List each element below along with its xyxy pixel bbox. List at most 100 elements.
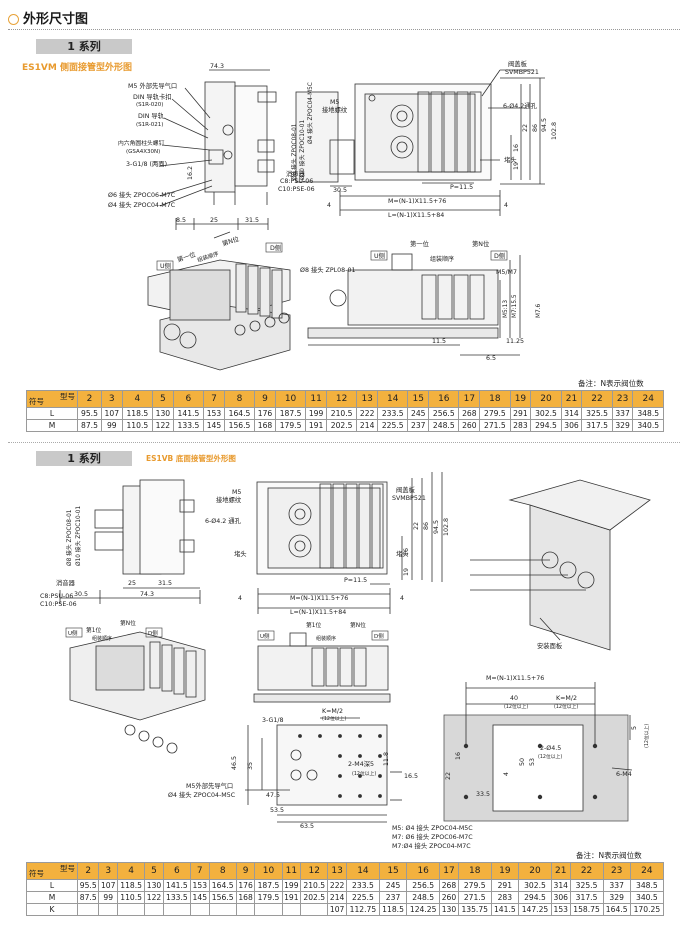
table-cell: 158.75 bbox=[569, 903, 604, 916]
table-cell: 145 bbox=[203, 419, 225, 432]
label-m5-pilot: M5 外部先导气口 bbox=[128, 81, 177, 90]
vb-m4: 6-M4 bbox=[616, 771, 632, 778]
table-cell: 291 bbox=[490, 879, 519, 892]
table-cell: 130 bbox=[439, 903, 459, 916]
table-col-header: 6 bbox=[172, 390, 205, 408]
label-m5: M5 bbox=[330, 99, 339, 106]
table-cell: 191 bbox=[305, 419, 327, 432]
vb-port-m7a: M7: Ø6 接头 ZPOC06-M7C bbox=[392, 832, 473, 841]
vb-dim-5: 5 bbox=[631, 726, 638, 730]
table-cell: 118.5 bbox=[378, 903, 408, 916]
vb-dim-p: P=11.5 bbox=[344, 577, 367, 584]
table-cell: 110.5 bbox=[116, 891, 146, 904]
label-zpl: Ø8 接头 ZPL08-01 bbox=[300, 265, 355, 274]
table-cell: 133.5 bbox=[162, 891, 192, 904]
table-col-header: 11 bbox=[281, 862, 302, 880]
table-cell: 122 bbox=[152, 419, 174, 432]
table-cell: 202.5 bbox=[300, 891, 329, 904]
table-col-header: 14 bbox=[377, 390, 409, 408]
vb-dim-50: 50 bbox=[519, 758, 526, 766]
label-c10: C10:PSE-06 bbox=[278, 186, 315, 193]
table-col-header: 5 bbox=[152, 390, 174, 408]
table-cell: 145 bbox=[190, 891, 210, 904]
vb-dim-4-left: 4 bbox=[238, 595, 242, 602]
table-cell: 176 bbox=[254, 407, 276, 420]
table-cell bbox=[235, 903, 256, 916]
table-cell: 99 bbox=[100, 419, 123, 432]
table-cell: 268 bbox=[458, 407, 481, 420]
dim-6-5: 6.5 bbox=[486, 355, 496, 362]
vb-dim-53: 53 bbox=[529, 758, 536, 766]
dim-m7-6: M7.6 bbox=[536, 303, 542, 318]
vb-dim-h102-8: 102.8 bbox=[443, 518, 450, 536]
table-col-header: 24 bbox=[629, 862, 665, 880]
vb-label-v10: Ø10 接头 ZPOC10-01 bbox=[74, 506, 82, 566]
table-col-header: 9 bbox=[254, 390, 276, 408]
table-cell: 210.5 bbox=[325, 407, 358, 420]
table-cell: 271.5 bbox=[479, 419, 511, 432]
vb-label-p4m5: Ø4 接头 ZPOC04-M5C bbox=[168, 790, 236, 799]
label-hex-screw: 内六角圆柱头螺钉 bbox=[118, 139, 165, 147]
label-silencer: 消声器 bbox=[286, 169, 306, 178]
vb-dim-31-5: 31.5 bbox=[158, 580, 172, 587]
table-cell: 337 bbox=[602, 879, 631, 892]
vb-dim-63-5: 63.5 bbox=[300, 823, 314, 830]
label-m5m7: M5/M7 bbox=[496, 269, 517, 276]
label-plate: 阀盖板 bbox=[508, 59, 528, 68]
table-col-header: 18 bbox=[457, 862, 492, 880]
table-corner-cell: 型号符号 bbox=[26, 390, 78, 408]
table-cell: 348.5 bbox=[632, 407, 664, 420]
table-cell: 225.5 bbox=[377, 419, 409, 432]
vb-dim-30-5: 30.5 bbox=[74, 591, 88, 598]
vb-dim-16-5: 16.5 bbox=[404, 773, 418, 780]
table-cell: 135.75 bbox=[457, 903, 492, 916]
corner-symbol-label: 符号 bbox=[29, 397, 44, 406]
circle-bullet-icon bbox=[8, 14, 19, 25]
vb-dim-33-5: 33.5 bbox=[476, 791, 490, 798]
table-cell: 260 bbox=[458, 419, 481, 432]
dim-h94-5: 94.5 bbox=[541, 118, 548, 132]
table-cell: 156.5 bbox=[223, 419, 256, 432]
vb-dim-35: 35 bbox=[247, 762, 254, 770]
table-col-header: 12 bbox=[325, 390, 358, 408]
table-col-header: 24 bbox=[632, 390, 664, 408]
table-cell: 337 bbox=[611, 407, 634, 420]
table-col-header: 15 bbox=[378, 862, 408, 880]
table-col-header: 8 bbox=[208, 862, 237, 880]
table-col-header: 2 bbox=[76, 862, 100, 880]
table-cell: 283 bbox=[509, 419, 532, 432]
table-cell: 256.5 bbox=[428, 407, 460, 420]
vb-label-first-u: 第1位 bbox=[306, 621, 321, 629]
table-cell bbox=[190, 903, 210, 916]
table-cell: 95.5 bbox=[76, 879, 100, 892]
section2-heading: ES1VB 底面接管型外形图 bbox=[146, 454, 236, 463]
vb-label-u-iso: U侧 bbox=[68, 629, 78, 637]
table-cell: 237 bbox=[378, 891, 408, 904]
table-cell: 248.5 bbox=[406, 891, 441, 904]
label-din-rail: DIN 导轨 bbox=[138, 111, 165, 120]
table-cell: 179.5 bbox=[274, 419, 307, 432]
vb-label-g18: 3-G1/8 bbox=[262, 717, 284, 724]
label-nth-iso: 第N位 bbox=[221, 234, 241, 248]
corner-symbol-label: 符号 bbox=[29, 869, 44, 878]
vb-label-silencer: 消音器 bbox=[56, 578, 76, 587]
table-cell: 283 bbox=[490, 891, 519, 904]
vb-dim-h94-5: 94.5 bbox=[433, 520, 440, 534]
table-col-header: 17 bbox=[458, 390, 481, 408]
table-cell: 107 bbox=[327, 903, 347, 916]
table-cell: 348.5 bbox=[629, 879, 665, 892]
table-cell: 168 bbox=[235, 891, 256, 904]
vb-dim-km2: K=M/2 bbox=[556, 695, 577, 702]
table-cell: 87.5 bbox=[76, 891, 100, 904]
table-row-symbol: M bbox=[26, 419, 78, 432]
label-plate-code: SVMBP521 bbox=[505, 69, 539, 76]
table-cell: 210.5 bbox=[300, 879, 329, 892]
vb-dim-h16: 16 bbox=[403, 548, 410, 556]
dim-4-left: 4 bbox=[327, 202, 331, 209]
page-title: 外形尺寸图 bbox=[8, 8, 88, 27]
vb-dim-m: M=(N-1)X11.5+76 bbox=[290, 595, 348, 602]
table-cell: 325.5 bbox=[569, 879, 604, 892]
label-g18: 3-G1/8 (两面) bbox=[126, 160, 167, 168]
